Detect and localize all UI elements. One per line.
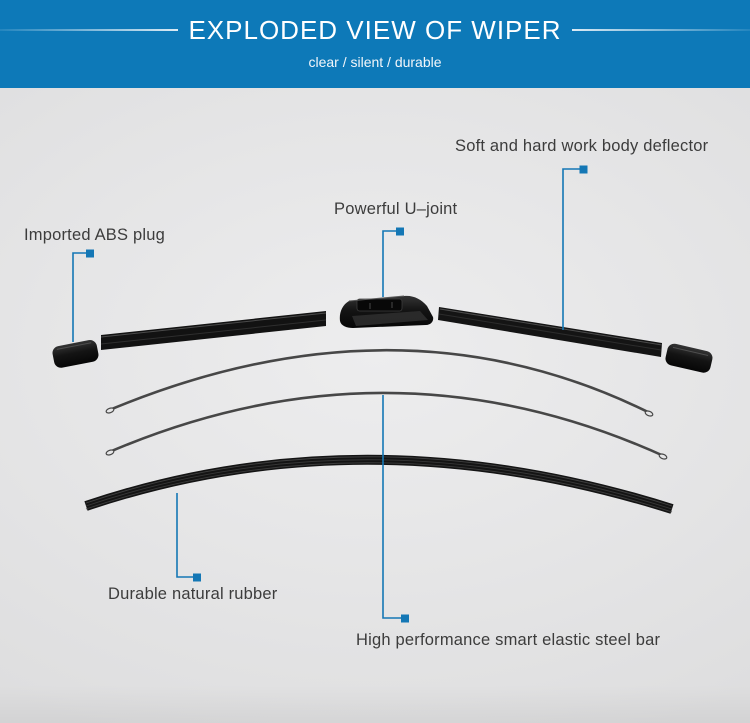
label-natural-rubber: Durable natural rubber bbox=[108, 585, 278, 603]
header-banner: EXPLODED VIEW OF WIPER clear / silent / … bbox=[0, 0, 750, 88]
page-subtitle: clear / silent / durable bbox=[308, 53, 442, 70]
wiper-parts-illustration bbox=[52, 165, 713, 623]
title-rule-right bbox=[571, 29, 750, 32]
u-joint-connector-part bbox=[339, 295, 434, 328]
end-cap-part bbox=[665, 343, 713, 373]
exploded-view-scene: Soft and hard work body deflector Powerf… bbox=[0, 88, 750, 723]
left-rubber-strip-part bbox=[100, 311, 327, 350]
connector-abs-plug bbox=[72, 249, 94, 342]
connector-steel-bar bbox=[382, 395, 409, 623]
imported-abs-plug-part bbox=[52, 340, 99, 368]
label-body-deflector: Soft and hard work body deflector bbox=[455, 137, 709, 155]
upper-steel-bar-part bbox=[105, 348, 654, 417]
label-abs-plug: Imported ABS plug bbox=[24, 226, 165, 244]
label-u-joint: Powerful U–joint bbox=[334, 200, 458, 218]
label-steel-bar: High performance smart elastic steel bar bbox=[356, 631, 661, 649]
right-rubber-strip-part bbox=[438, 307, 663, 357]
page-title: EXPLODED VIEW OF WIPER bbox=[188, 15, 562, 45]
title-row: EXPLODED VIEW OF WIPER bbox=[0, 0, 750, 45]
lower-steel-bar-part bbox=[105, 391, 668, 460]
connector-u-joint bbox=[382, 227, 404, 297]
connector-natural-rubber bbox=[176, 493, 201, 582]
title-rule-left bbox=[0, 29, 179, 32]
natural-rubber-blade-part bbox=[84, 454, 674, 514]
connector-body-deflector bbox=[562, 165, 588, 330]
